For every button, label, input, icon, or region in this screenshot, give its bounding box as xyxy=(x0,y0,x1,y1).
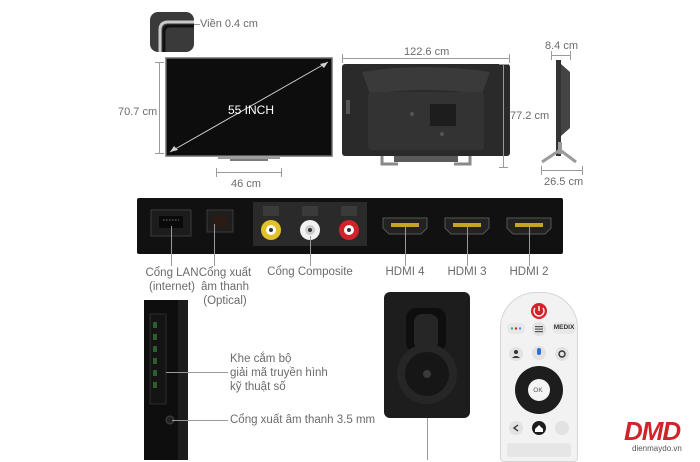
hdmi4-pointer xyxy=(405,226,406,266)
port-panel-graphic xyxy=(150,202,552,246)
remote-graphic xyxy=(507,303,571,457)
stand-depth-line xyxy=(541,170,583,171)
depth-label: 8.4 cm xyxy=(545,40,579,52)
back-height-label: 77.2 cm xyxy=(510,110,550,122)
brand-logo-text: DMD xyxy=(624,416,681,446)
front-height-label: 70.7 cm xyxy=(118,106,158,118)
tv-back xyxy=(342,64,510,174)
screen-size-label: 55 INCH xyxy=(228,103,275,117)
optical-label: Cổng xuất âm thanh (Optical) xyxy=(198,267,252,307)
optical-port xyxy=(206,209,234,233)
remote-medix-button: MEDIX xyxy=(552,322,576,334)
bezel-pointer xyxy=(194,24,200,25)
hdmi2-pointer xyxy=(529,226,530,266)
hdmi4-label: HDMI 4 xyxy=(385,266,425,278)
back-height-line xyxy=(503,64,504,168)
wall-bracket-graphic xyxy=(384,292,470,418)
bezel-zoom-graphic xyxy=(150,12,194,52)
tick xyxy=(541,166,542,175)
remote-ok-button: OK xyxy=(533,387,543,394)
tv-front xyxy=(165,57,333,161)
tick xyxy=(570,51,571,60)
bezel-label: Viền 0.4 cm xyxy=(200,18,258,30)
front-height-line xyxy=(159,62,160,154)
audio-out-label: Cổng xuất âm thanh 3.5 mm xyxy=(230,414,376,426)
brand-url: dienmaydo.vn xyxy=(632,444,682,453)
stand-width-line xyxy=(216,172,282,173)
hdmi3-label: HDMI 3 xyxy=(447,266,487,278)
total-width-label: 122.6 cm xyxy=(404,46,450,58)
total-width-line xyxy=(342,58,510,59)
tick xyxy=(499,64,508,65)
tick xyxy=(509,54,510,63)
tv-front-graphic xyxy=(165,57,333,161)
stand-width-label: 46 cm xyxy=(231,178,261,190)
tick xyxy=(155,62,164,63)
bracket-pointer xyxy=(427,418,428,460)
composite-ports xyxy=(253,202,367,246)
port-panel xyxy=(137,198,563,254)
decoder-slot-label: Khe cắm bộ giải mã truyền hình kỹ thuật … xyxy=(230,353,328,393)
hdmi3-pointer xyxy=(467,226,468,266)
side-panel-graphic xyxy=(149,300,188,460)
lan-pointer xyxy=(171,226,172,266)
tick xyxy=(551,51,552,60)
composite-pointer xyxy=(310,236,311,266)
tick xyxy=(155,153,164,154)
brand-logo: DMD dienmaydo.vn xyxy=(624,418,694,458)
tick xyxy=(216,168,217,177)
composite-label: Cổng Composite xyxy=(267,266,353,278)
decoder-pointer xyxy=(166,372,228,373)
depth-line xyxy=(551,55,571,56)
tick xyxy=(582,166,583,175)
hdmi2-label: HDMI 2 xyxy=(509,266,549,278)
side-panel xyxy=(144,300,188,460)
tv-side-graphic xyxy=(541,60,577,164)
bezel-zoom xyxy=(150,12,194,52)
wall-bracket xyxy=(384,292,470,418)
audio-pointer xyxy=(172,420,228,421)
tv-side xyxy=(540,58,590,168)
tick xyxy=(499,167,508,168)
lan-label: Cổng LAN (internet) xyxy=(145,267,199,293)
remote-control xyxy=(500,292,578,462)
stand-depth-label: 26.5 cm xyxy=(544,176,584,188)
tick xyxy=(281,168,282,177)
optical-pointer xyxy=(214,224,215,266)
tv-back-graphic xyxy=(342,64,510,166)
tick xyxy=(342,54,343,63)
lan-port xyxy=(150,209,192,237)
